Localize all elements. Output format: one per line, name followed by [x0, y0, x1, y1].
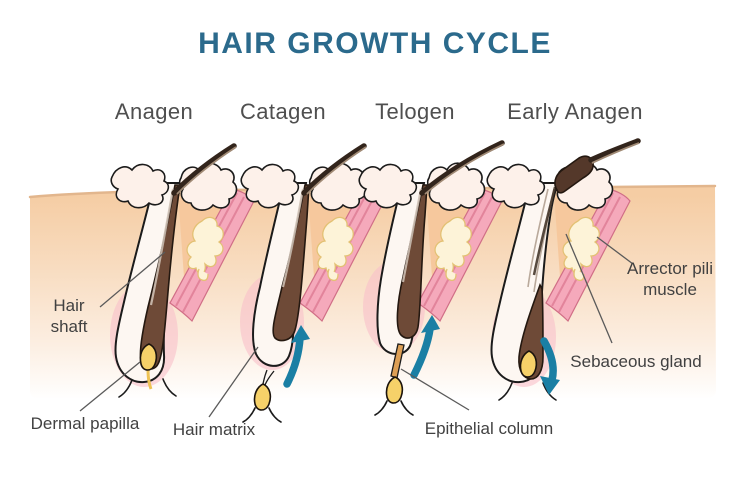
hair-shaft-above-skin	[588, 138, 641, 163]
dermal-papilla-shape	[519, 350, 538, 378]
shedding-shaft-line	[532, 186, 557, 276]
hair-shaft-above-skin	[301, 143, 367, 196]
root-sheath-leg	[242, 407, 256, 423]
arrow-head-icon	[421, 315, 440, 333]
annotation-arrector-pili: Arrector pili muscle	[627, 259, 713, 299]
dermal-papilla-shape	[139, 343, 158, 371]
pointer-line-sebaceous-gland	[565, 233, 613, 344]
dermal-papilla-shape	[385, 376, 404, 404]
papilla-stem	[262, 369, 268, 385]
transition-arrow-up-catagen	[283, 334, 304, 388]
papilla-tail	[146, 368, 153, 390]
root-sheath-leg	[400, 400, 414, 416]
hair-highlight	[281, 188, 305, 288]
hair-shaft-highlight	[176, 146, 237, 195]
pointer-line-dermal-papilla	[79, 361, 141, 412]
pointer-line-hair-matrix	[208, 346, 259, 418]
pointer-line-arrector-pili	[596, 236, 634, 265]
follicle-early-anagen	[486, 138, 641, 401]
root-sheath-leg	[268, 407, 282, 423]
annotation-dermal-papilla: Dermal papilla	[30, 414, 140, 433]
follicle-anagen	[110, 143, 255, 398]
stage-label-early-anagen: Early Anagen	[507, 99, 643, 124]
empty-channel-line	[527, 188, 549, 288]
pointer-line-hair-shaft	[99, 251, 166, 308]
root-sheath-leg	[498, 382, 513, 401]
transition-arrow-up-telogen	[410, 325, 434, 379]
stage-label-catagen: Catagen	[240, 99, 326, 124]
papilla-stem	[264, 370, 275, 386]
pointer-line-epithelial-column	[400, 368, 470, 411]
annotation-hair-matrix: Hair matrix	[172, 420, 256, 439]
hair-shaft-highlight	[306, 146, 367, 195]
root-sheath-leg	[162, 378, 177, 397]
follicle-sheath	[490, 182, 560, 384]
hair-shaft-highlight	[424, 143, 505, 195]
annotation-epithelial-column: Epithelial column	[424, 419, 554, 438]
hair-shaft-above-skin	[171, 143, 237, 196]
hair-shaft-above-skin	[419, 140, 505, 196]
dermal-papilla-shape	[253, 383, 272, 411]
arrow-head-icon	[291, 325, 310, 343]
root-sheath-leg	[374, 400, 388, 416]
annotation-sebaceous-gland: Sebaceous gland	[570, 352, 702, 371]
hair-highlight	[401, 188, 423, 283]
hair-shaft-highlight	[591, 142, 640, 164]
stage-label-anagen: Anagen	[114, 99, 194, 124]
page-title: HAIR GROWTH CYCLE	[198, 27, 552, 60]
arrow-head-icon	[540, 376, 560, 395]
stage-label-telogen: Telogen	[375, 99, 455, 124]
follicle-catagen	[240, 143, 385, 423]
hair-highlight	[149, 188, 175, 306]
follicle-telogen	[358, 140, 505, 416]
root-sheath-leg	[118, 379, 133, 398]
annotation-hair-shaft: Hair shaft	[50, 296, 88, 336]
transition-arrow-down-early-anagen	[540, 337, 557, 384]
